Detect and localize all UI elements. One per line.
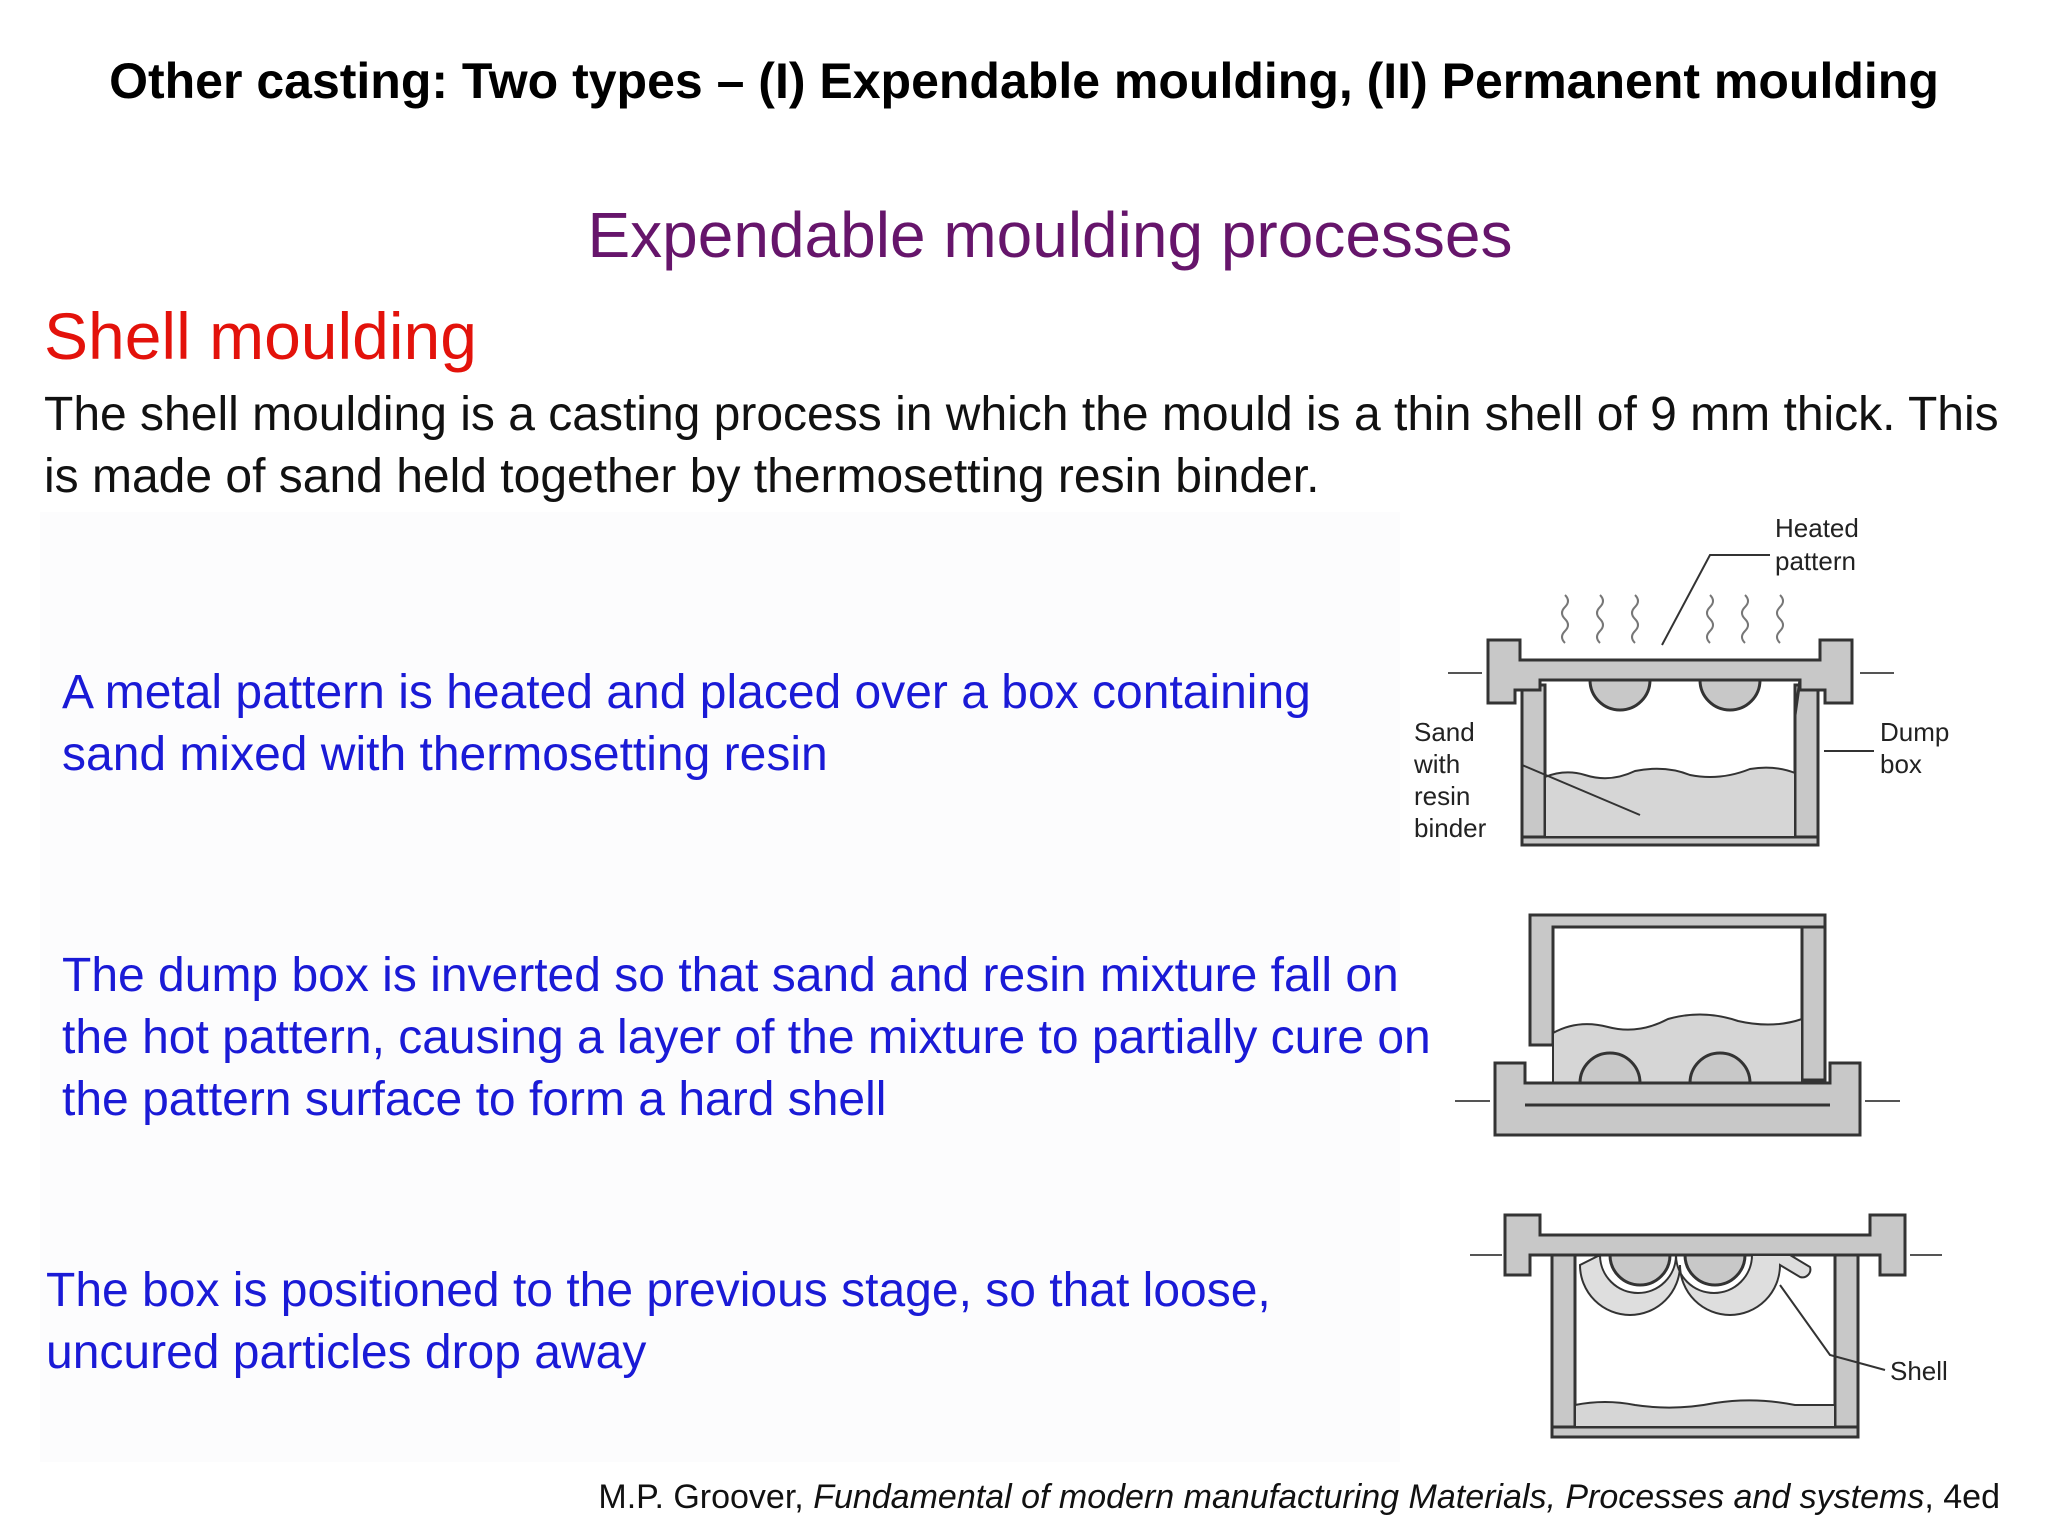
box-shape — [1503, 1213, 1907, 1439]
diagram-heated-pattern: Heated pattern Sand with resin binder Du… — [1413, 515, 1949, 847]
sand-resin-mixture — [1544, 766, 1796, 838]
label-heated: Heated — [1775, 515, 1859, 543]
slide-title: Other casting: Two types – (I) Expendabl… — [109, 53, 1939, 109]
slide-subtitle: Expendable moulding processes — [587, 199, 1513, 271]
section-heading: Shell moulding — [44, 299, 477, 373]
label-shell: Shell — [1890, 1356, 1948, 1386]
label-with: with — [1413, 749, 1460, 779]
shell-layer — [1578, 1253, 1812, 1316]
label-binder: binder — [1414, 813, 1487, 843]
step-3-text: The box is positioned to the previous st… — [46, 1264, 1271, 1379]
heat-waves-icon — [1561, 594, 1784, 644]
step-2-text: The dump box is inverted so that sand an… — [62, 949, 1431, 1126]
label-pattern: pattern — [1775, 546, 1856, 576]
step-1-text: A metal pattern is heated and placed ove… — [62, 666, 1311, 781]
citation-title: Fundamental of modern manufacturing Mate… — [813, 1478, 1925, 1516]
dump-box-shape — [1520, 683, 1820, 847]
label-dump: Dump — [1880, 717, 1949, 747]
label-resin: resin — [1414, 781, 1470, 811]
citation-edition: , 4ed — [1924, 1478, 2000, 1516]
intro-paragraph: The shell moulding is a casting process … — [44, 388, 1999, 503]
label-sand: Sand — [1414, 717, 1475, 747]
heated-pattern-shape — [1486, 638, 1854, 716]
diagram-shell-formed: Shell — [1470, 1213, 1948, 1439]
steps-background — [40, 512, 1400, 1462]
citation: M.P. Groover, Fundamental of modern manu… — [598, 1478, 2000, 1517]
diagram-inverted-box — [1455, 913, 1900, 1137]
residual-sand — [1574, 1399, 1836, 1428]
label-box: box — [1880, 749, 1922, 779]
pattern-shape — [1493, 1051, 1862, 1137]
citation-author: M.P. Groover, — [598, 1478, 814, 1516]
pattern-shape-3 — [1608, 1253, 1747, 1287]
